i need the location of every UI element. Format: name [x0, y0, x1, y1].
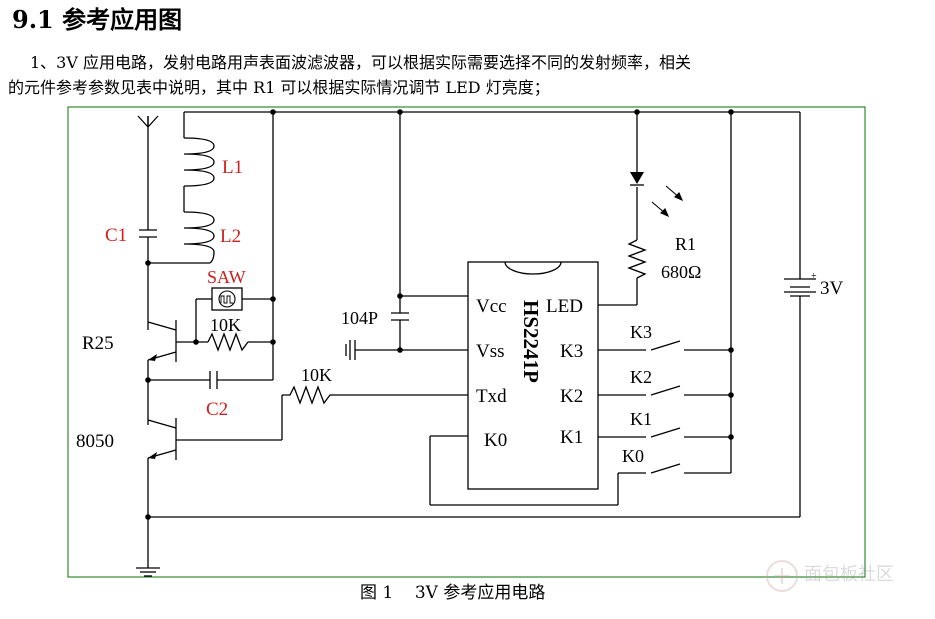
- circuit-frame: [67, 106, 866, 578]
- pin-txd: Txd: [476, 386, 507, 407]
- label-10k-txd: 10K: [301, 365, 332, 385]
- section-heading: 9.1 参考应用图: [12, 4, 182, 36]
- pin-vss: Vss: [476, 341, 505, 362]
- led-light-arrows: [651, 185, 684, 218]
- section-title: 参考应用图: [62, 5, 183, 34]
- pin-k2: K2: [560, 386, 583, 407]
- label-k0: K0: [622, 446, 644, 466]
- pin-k1: K1: [560, 427, 583, 448]
- led-icon: [630, 172, 644, 184]
- description-paragraph: 1、3V 应用电路，发射电路用声表面波滤波器，可以根据实际需要选择不同的发射频率…: [8, 50, 926, 100]
- label-104p: 104P: [341, 308, 378, 328]
- label-battery: 3V: [820, 278, 844, 299]
- watermark: 面包板社区: [760, 556, 930, 596]
- label-l2: L2: [220, 226, 241, 247]
- label-saw: SAW: [207, 267, 246, 287]
- chip-name: HS2241P: [519, 300, 543, 383]
- label-l1: L1: [222, 157, 243, 178]
- watermark-logo-icon: [766, 560, 798, 592]
- label-k3: K3: [630, 322, 652, 342]
- pin-vcc: Vcc: [476, 296, 507, 317]
- label-c1: C1: [105, 225, 127, 246]
- label-r25: R25: [82, 333, 114, 354]
- section-number: 9.1: [12, 5, 54, 34]
- label-k1: K1: [630, 409, 652, 429]
- label-c2: C2: [206, 399, 228, 420]
- paragraph-line-2: 的元件参考参数见表中说明，其中 R1 可以根据实际情况调节 LED 灯亮度；: [8, 78, 550, 97]
- pin-k0: K0: [484, 430, 507, 451]
- battery-plus: +: [811, 271, 817, 282]
- junction-dots: [145, 109, 734, 520]
- label-k2: K2: [630, 367, 652, 387]
- figure-title: 3V 参考应用电路: [414, 583, 546, 603]
- wires: [136, 111, 816, 577]
- label-8050: 8050: [76, 431, 114, 452]
- paragraph-line-1: 1、3V 应用电路，发射电路用声表面波滤波器，可以根据实际需要选择不同的发射频率…: [30, 53, 692, 72]
- label-r1-value: 680Ω: [661, 262, 701, 282]
- label-r1: R1: [675, 234, 696, 254]
- chip-body: [467, 261, 599, 490]
- figure-caption: 图 1 3V 参考应用电路: [360, 582, 545, 604]
- pin-led: LED: [546, 296, 583, 317]
- figure-number: 图 1: [360, 583, 394, 603]
- watermark-text: 面包板社区: [804, 564, 894, 585]
- saw-symbol: [218, 290, 236, 308]
- label-10k-top: 10K: [210, 315, 241, 335]
- pin-k3: K3: [560, 341, 583, 362]
